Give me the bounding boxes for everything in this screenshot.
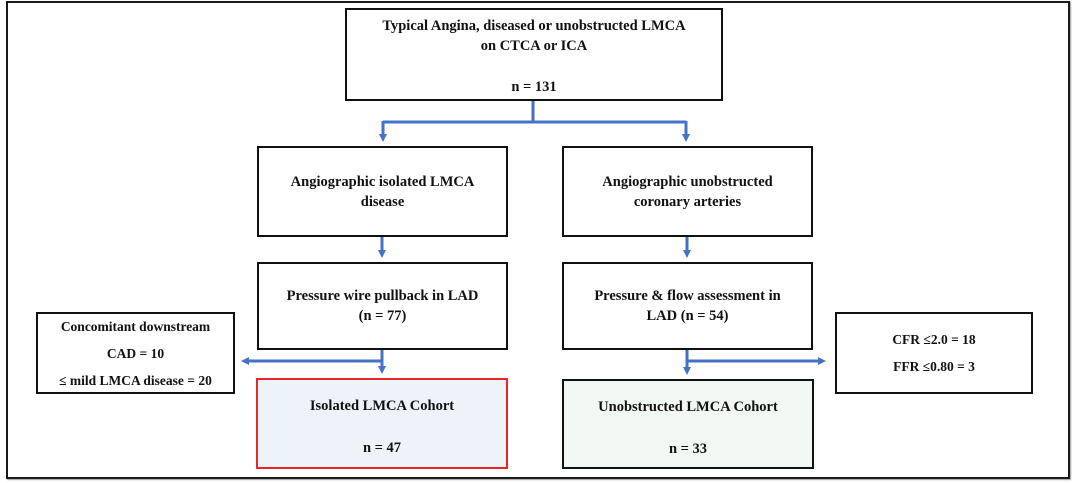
node-pressure-flow-assessment: Pressure & flow assessment in LAD (n = 5…: [562, 262, 813, 350]
node-unobstructed-lmca-cohort: Unobstructed LMCA Cohort n = 33: [562, 379, 814, 469]
node-concomitant-excluded: Concomitant downstream CAD = 10 ≤ mild L…: [36, 312, 235, 394]
node-count: n = 33: [668, 441, 708, 457]
node-text: CFR ≤2.0 = 18: [892, 332, 976, 347]
node-text: Typical Angina, diseased or unobstructed…: [382, 18, 686, 34]
node-text: Angiographic isolated LMCA: [290, 173, 475, 190]
node-isolated-lmca-cohort: Isolated LMCA Cohort n = 47: [256, 378, 508, 469]
node-unobstructed-arteries: Angiographic unobstructed coronary arter…: [562, 146, 813, 237]
node-text: ≤ mild LMCA disease = 20: [59, 372, 212, 388]
node-text: (n = 77): [358, 308, 407, 324]
node-text: LAD (n = 54): [646, 308, 729, 324]
node-isolated-lmca-disease: Angiographic isolated LMCA disease: [257, 146, 508, 237]
node-text: Concomitant downstream: [60, 318, 211, 334]
node-count: n = 47: [362, 440, 402, 456]
node-text: Angiographic unobstructed: [602, 173, 773, 190]
node-text: on CTCA or ICA: [480, 38, 588, 54]
node-text: coronary arteries: [633, 193, 742, 210]
node-text: Pressure wire pullback in LAD: [286, 288, 479, 304]
node-text: CAD = 10: [106, 345, 165, 361]
node-title: Unobstructed LMCA Cohort: [598, 399, 778, 415]
node-title: Isolated LMCA Cohort: [309, 398, 455, 414]
node-typical-angina: Typical Angina, diseased or unobstructed…: [345, 8, 723, 101]
node-count: n = 131: [511, 79, 557, 95]
node-cfr-ffr-excluded: CFR ≤2.0 = 18 FFR ≤0.80 = 3: [835, 312, 1033, 394]
node-text: disease: [360, 193, 405, 210]
node-text: Pressure & flow assessment in: [594, 288, 781, 304]
node-text: FFR ≤0.80 = 3: [893, 359, 975, 374]
node-pressure-wire-pullback: Pressure wire pullback in LAD (n = 77): [257, 262, 508, 350]
